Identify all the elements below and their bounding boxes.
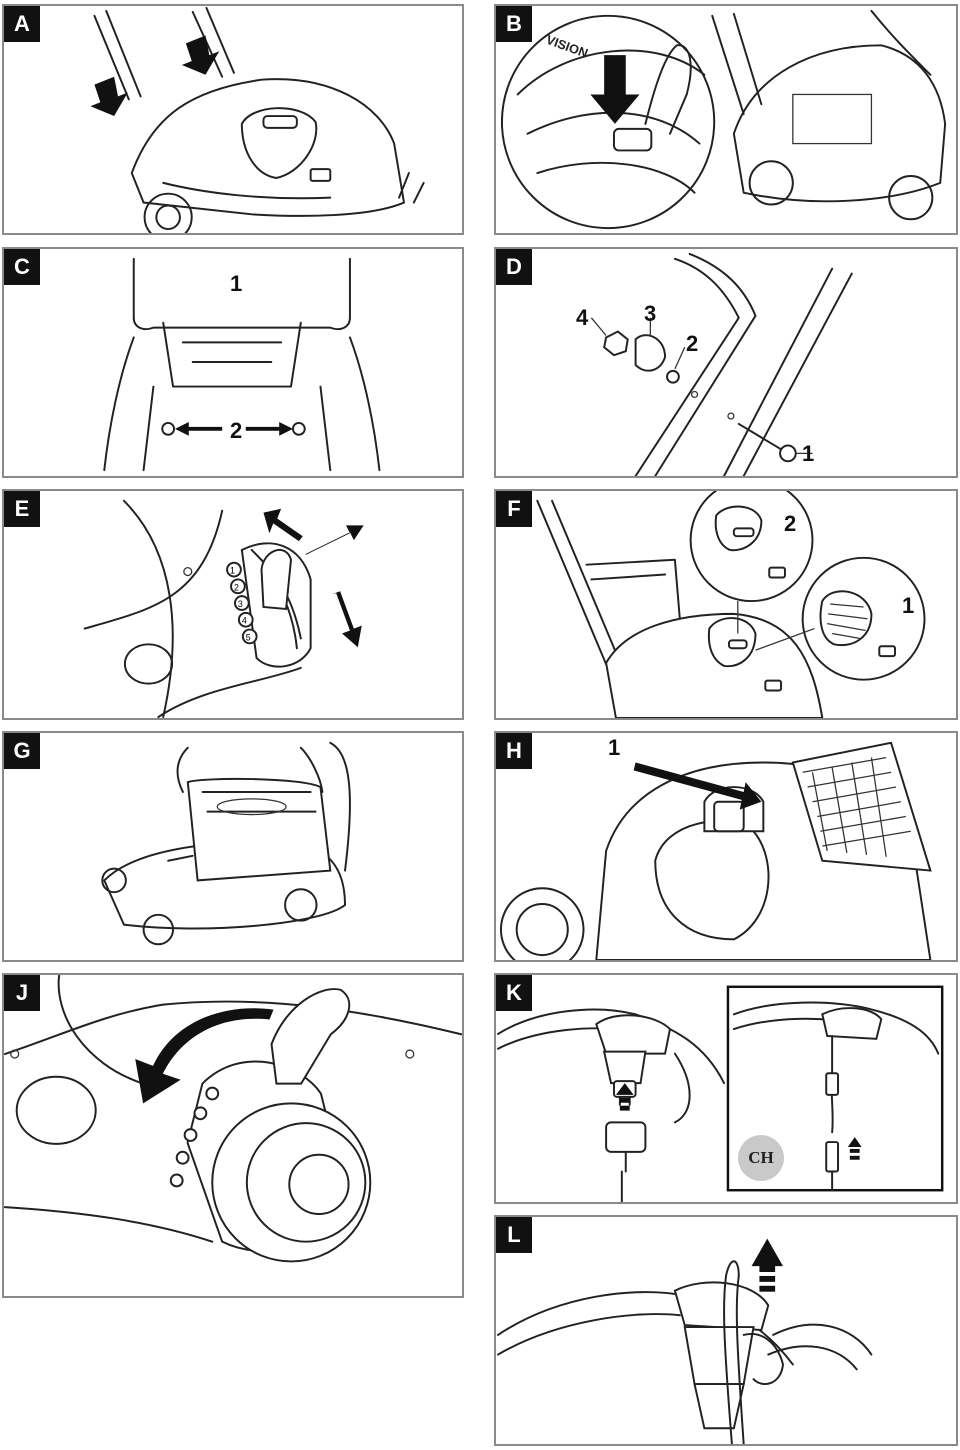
panel-l: L [494, 1215, 958, 1446]
handle-bolt-assembly-illustration [590, 252, 853, 476]
switch-box-press-illustration: VISION [500, 9, 947, 230]
panel-a: A [2, 4, 464, 235]
grass-bag-removal-illustration [101, 741, 351, 946]
height-adjustment-dial-illustration: 1 2 3 4 5 [83, 499, 364, 718]
svg-text:1: 1 [230, 566, 235, 576]
dial-positions: 1 2 3 4 5 [226, 561, 258, 645]
svg-text:4: 4 [242, 616, 247, 626]
panel-b: B VISION [494, 4, 958, 235]
callout-4: 4 [576, 305, 589, 330]
panel-label: A [4, 6, 40, 42]
panel-label: G [4, 733, 40, 769]
callout-3: 3 [644, 301, 657, 326]
grass-bag-fitting-illustration [103, 257, 381, 472]
panel-label: L [496, 1217, 532, 1253]
switch-box-detail-illustration [536, 491, 926, 718]
panel-label: F [496, 491, 532, 527]
svg-text:5: 5 [246, 632, 251, 642]
panel-label: E [4, 491, 40, 527]
callout-1: 1 [608, 735, 621, 760]
panel-h: H 1 [494, 731, 958, 962]
mower-handle-insertion-illustration [90, 6, 425, 233]
callout-1: 1 [230, 271, 243, 296]
panel-f: F 2 1 [494, 489, 958, 720]
panel-label: J [4, 975, 40, 1011]
callout-2: 2 [686, 331, 699, 356]
panel-label: D [496, 249, 532, 285]
panel-label: C [4, 249, 40, 285]
power-cable-connection-illustration [497, 985, 944, 1202]
svg-text:3: 3 [238, 599, 243, 609]
callout-1: 1 [802, 441, 815, 466]
safety-key-location-illustration [499, 741, 932, 960]
panel-g: G [2, 731, 464, 962]
swiss-plug-badge: CH [738, 1135, 784, 1181]
callout-2: 2 [784, 511, 797, 536]
panel-k: K CH [494, 973, 958, 1204]
svg-text:2: 2 [234, 582, 239, 592]
cable-strain-relief-illustration [497, 1238, 873, 1444]
panel-c: C 1 2 [2, 247, 464, 478]
callout-2: 2 [230, 418, 243, 443]
panel-e: E 1 2 3 4 5 [2, 489, 464, 720]
panel-j: J [2, 973, 464, 1298]
cutting-height-dial-turn-illustration [4, 975, 462, 1263]
callout-1: 1 [902, 593, 915, 618]
panel-label: H [496, 733, 532, 769]
panel-label: K [496, 975, 532, 1011]
dial-position-dots [169, 1086, 220, 1188]
panel-label: B [496, 6, 532, 42]
panel-d: D 4 3 2 1 [494, 247, 958, 478]
